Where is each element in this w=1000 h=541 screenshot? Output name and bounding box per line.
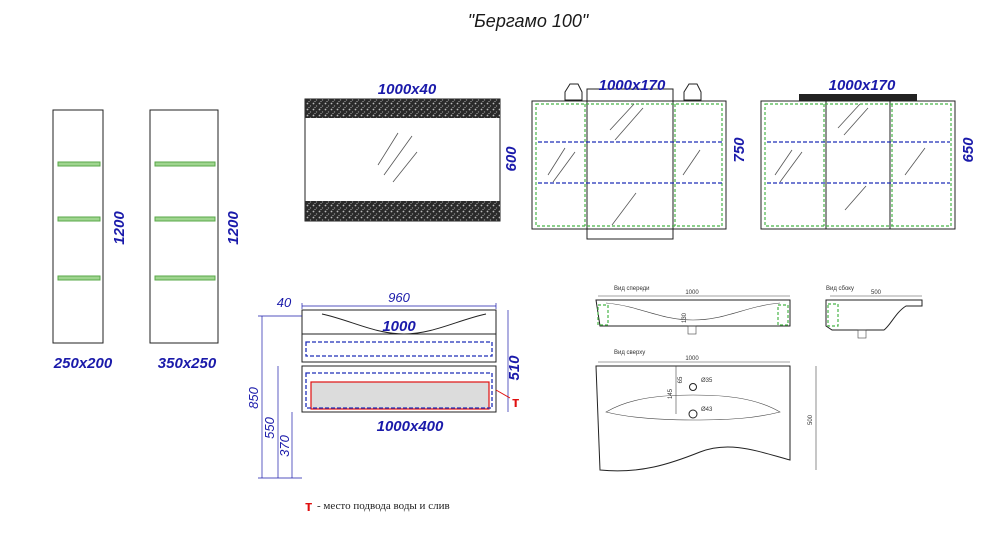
shelf-icon	[57, 275, 101, 281]
mirror-width: 1000x40	[378, 81, 437, 98]
pencil-case-large: 1200 350x250	[149, 109, 242, 372]
basin-side-view: Вид сбоку 500	[825, 286, 923, 339]
cabinet-a-width: 1000x170	[599, 77, 666, 94]
basin-top-depth: 500	[808, 414, 814, 425]
vanity-inner-width: 960	[388, 290, 410, 305]
lamp-icon	[564, 83, 583, 101]
shelf-icon	[154, 275, 216, 281]
pencil-small-height: 1200	[111, 211, 128, 245]
cabinet-b-width: 1000x170	[829, 77, 896, 94]
basin-top-caption: Вид сверху	[614, 350, 645, 356]
basin-front-caption: Вид спереди	[614, 286, 650, 292]
vanity-offset: 40	[277, 295, 292, 310]
tap-hole-icon	[689, 383, 697, 391]
mirror: 1000x40 600	[304, 81, 520, 222]
shelf-icon	[154, 161, 216, 167]
legend-text: - место подвода воды и слив	[317, 500, 450, 512]
page-title: "Бергамо 100"	[468, 11, 590, 31]
basin-side-caption: Вид сбоку	[826, 286, 854, 292]
basin-top-view: Вид сверху 1000 145 65 Ø35 Ø43 500	[595, 350, 817, 472]
basin-side-width: 500	[871, 290, 882, 296]
basin-top-d2: 65	[678, 376, 684, 383]
basin-front-depth: 130	[682, 312, 688, 323]
basin-top-width: 1000	[685, 356, 699, 362]
dim-370: 370	[277, 434, 292, 456]
pencil-small-size: 250x200	[53, 355, 113, 372]
basin-top-hole2: Ø43	[701, 407, 713, 413]
drain-hole-icon	[688, 409, 698, 419]
connection-marker: т	[512, 394, 519, 411]
lamp-icon	[683, 83, 702, 101]
vanity-bottom-size: 1000x400	[377, 418, 444, 435]
legend: т - место подвода воды и слив	[305, 498, 450, 515]
mirror-cabinet-b: 1000x170 650	[760, 77, 977, 230]
cabinet-b-height: 650	[960, 137, 977, 163]
dim-550: 550	[262, 416, 277, 438]
basin-front-width: 1000	[685, 290, 699, 296]
basin-top-hole1: Ø35	[701, 378, 713, 384]
shelf-icon	[57, 161, 101, 167]
shelf-icon	[57, 216, 101, 222]
vanity-top-width: 1000	[382, 318, 416, 335]
dim-850: 850	[246, 386, 261, 408]
pencil-large-size: 350x250	[158, 355, 217, 372]
vanity-height: 510	[506, 355, 523, 381]
vanity-unit: 40 960 1000 1000x400 510 850 550 370 т	[246, 290, 523, 479]
pencil-case-small: 1200 250x200	[52, 109, 128, 372]
cabinet-a-height: 750	[731, 137, 748, 163]
shelf-icon	[154, 216, 216, 222]
pencil-large-height: 1200	[225, 211, 242, 245]
mirror-cabinet-a: 1000x170 750	[531, 77, 748, 240]
basin-top-d1: 145	[668, 388, 674, 399]
basin-front-view: Вид спереди 1000 130	[595, 286, 791, 335]
mirror-height: 600	[503, 146, 520, 172]
legend-marker: т	[305, 498, 312, 515]
